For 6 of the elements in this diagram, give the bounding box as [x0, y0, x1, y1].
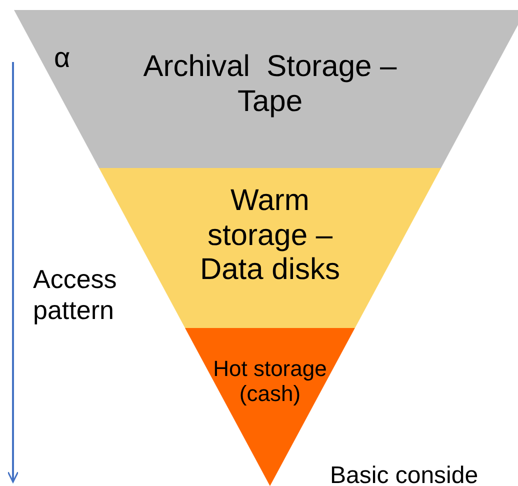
band-label: Warm storage – Data disks — [198, 184, 342, 288]
band-label: Archival Storage – Tape — [142, 50, 398, 119]
symbol-label: α — [54, 42, 70, 74]
axis-label: Access pattern — [33, 264, 118, 326]
band-label: Hot storage (cash) — [212, 356, 328, 407]
heading-text: Basic conside — [330, 462, 478, 486]
